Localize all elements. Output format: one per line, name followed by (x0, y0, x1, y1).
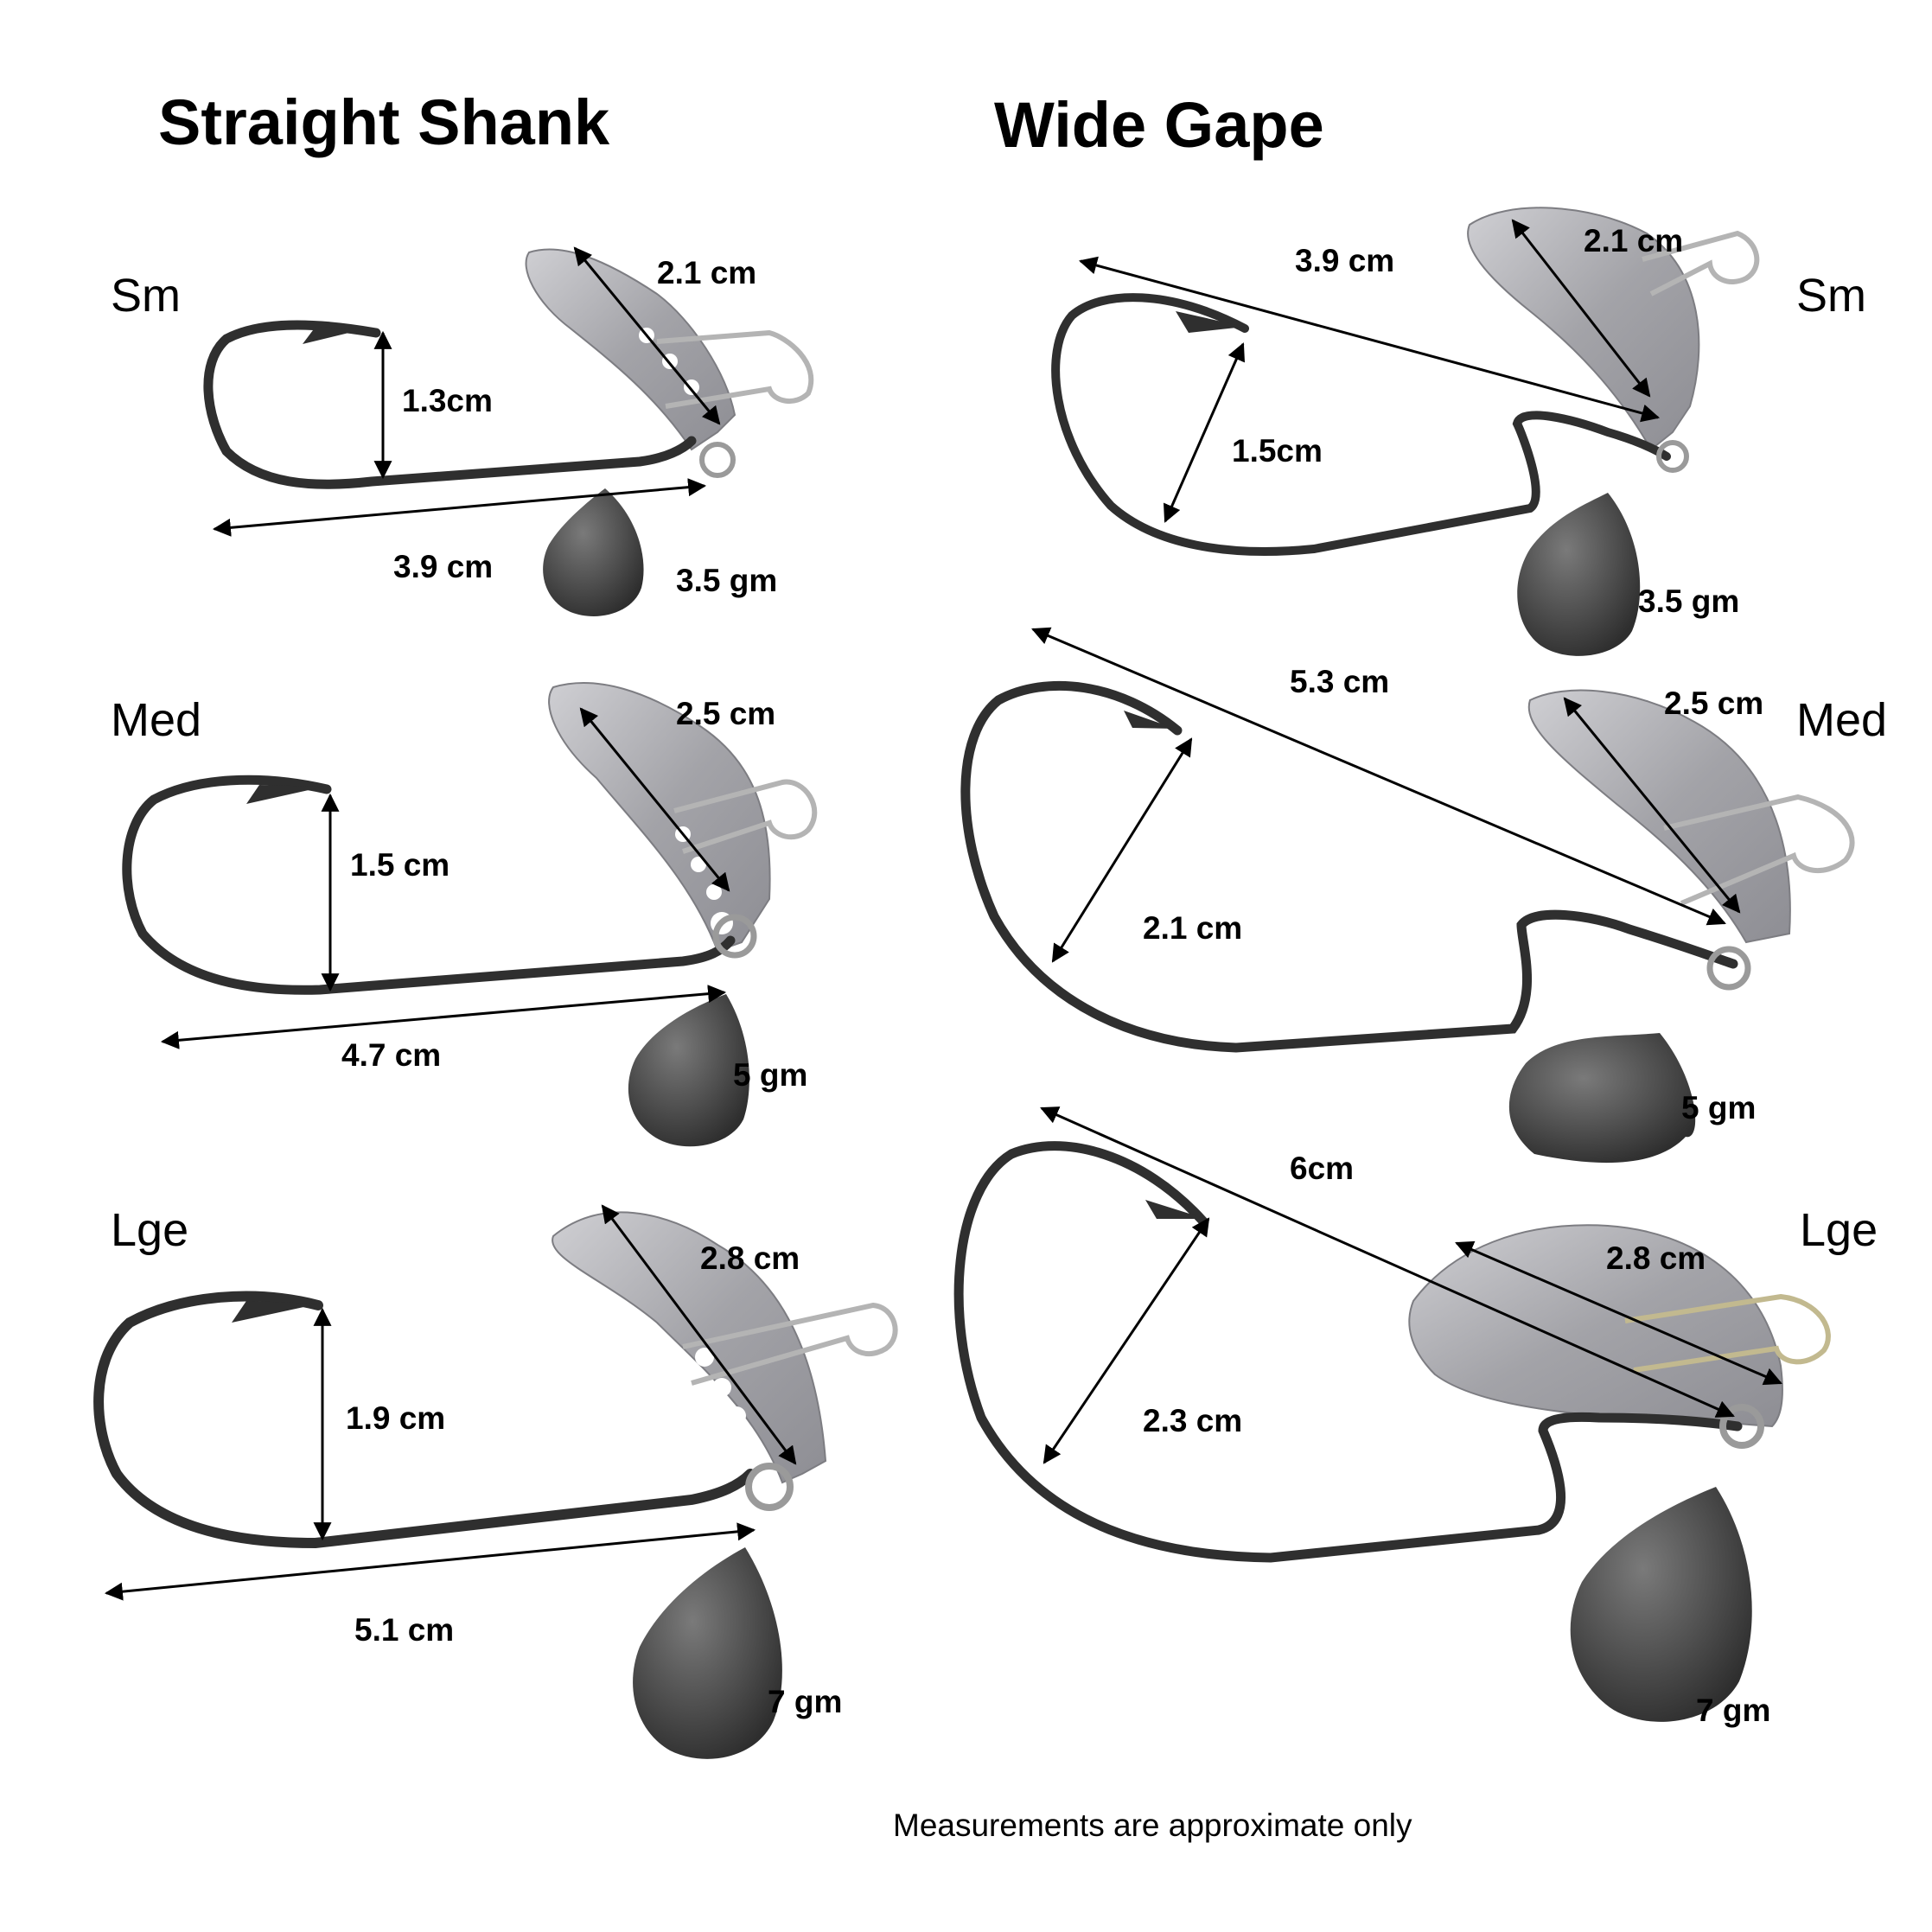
wide-medium-weight-label: 5 gm (1681, 1090, 1757, 1125)
straight-large-size-label: Lge (111, 1204, 189, 1256)
wide-large-ring (1719, 1404, 1764, 1449)
wide-medium-length-label: 5.3 cm (1290, 664, 1390, 699)
straight-large-weight-label: 7 gm (768, 1684, 843, 1719)
wide-small-sinker (1517, 493, 1641, 656)
wide-medium-size-label: Med (1796, 694, 1888, 746)
straight-medium-size-label: Med (111, 694, 202, 746)
wide-large-snap (1624, 1293, 1831, 1373)
wide-small-weight-label: 3.5 gm (1638, 583, 1740, 619)
straight-large-gape-label: 1.9 cm (346, 1400, 446, 1436)
straight-medium-hook (122, 775, 736, 995)
wide-large-size-label: Lge (1800, 1204, 1878, 1256)
straight-large-hook (93, 1291, 756, 1549)
straight-large-ring (745, 1463, 794, 1511)
straight-large-blade-label: 2.8 cm (700, 1240, 800, 1276)
straight-small-barb (303, 327, 363, 344)
straight-small-gape-label: 1.3cm (402, 383, 493, 418)
wide-small-length-label: 3.9 cm (1295, 243, 1395, 278)
straight-small-snap (656, 329, 814, 409)
wide-small-size-label: Sm (1796, 270, 1866, 322)
wide-small-gape-label: 1.5cm (1232, 433, 1323, 469)
wide-gape-title: Wide Gape (994, 89, 1324, 161)
wide-small-blade-label: 2.1 cm (1584, 223, 1684, 258)
footnote: Measurements are approximate only (893, 1808, 1412, 1843)
wide-large-gape-label: 2.3 cm (1143, 1403, 1243, 1438)
wide-small-length-arrow (1078, 256, 1661, 423)
straight-medium-barb (246, 785, 324, 804)
straight-small-blade-arrow (573, 246, 721, 425)
wide-small-ring (1656, 440, 1689, 473)
straight-small-length-label: 3.9 cm (393, 549, 494, 584)
wide-large-length-arrow (1040, 1106, 1735, 1418)
straight-medium-ring (712, 914, 757, 959)
wide-medium-length-arrow (1031, 627, 1726, 926)
straight-small-sinker (543, 488, 644, 616)
straight-shank-title: Straight Shank (158, 86, 610, 158)
straight-small-length-arrow (212, 478, 707, 537)
straight-large-snap (682, 1302, 898, 1386)
straight-medium-blade-label: 2.5 cm (676, 696, 776, 731)
straight-medium-length-arrow (160, 985, 727, 1049)
wide-medium-snap (1663, 794, 1855, 906)
wide-large-sinker (1570, 1487, 1752, 1722)
wide-large-weight-label: 7 gm (1696, 1693, 1771, 1728)
straight-small-blade-label: 2.1 cm (657, 255, 757, 290)
wide-medium-ring (1706, 946, 1751, 991)
straight-large-blade-arrow (601, 1204, 797, 1465)
wide-small-snap (1642, 230, 1760, 296)
straight-medium-snap (673, 779, 818, 854)
straight-large-length-label: 5.1 cm (354, 1612, 455, 1648)
straight-small-hook (203, 320, 697, 489)
wide-large-blade-label: 2.8 cm (1606, 1240, 1706, 1276)
straight-small-ring (699, 442, 736, 478)
straight-medium-length-label: 4.7 cm (341, 1037, 442, 1073)
straight-medium-blade-arrow (579, 707, 730, 892)
wide-medium-blade-label: 2.5 cm (1664, 685, 1764, 721)
straight-medium-sinker (628, 994, 749, 1147)
straight-small-weight-label: 3.5 gm (676, 563, 778, 598)
straight-large-sinker (633, 1547, 782, 1759)
straight-large-barb (232, 1301, 320, 1323)
wide-large-length-label: 6cm (1290, 1151, 1355, 1186)
straight-small-size-label: Sm (111, 270, 181, 322)
wide-medium-gape-label: 2.1 cm (1143, 910, 1243, 946)
straight-medium-weight-label: 5 gm (733, 1057, 808, 1093)
straight-medium-gape-label: 1.5 cm (350, 847, 450, 883)
straight-large-length-arrow (104, 1522, 756, 1601)
wide-large-blade (1408, 1224, 1783, 1428)
wide-medium-sinker (1508, 1033, 1696, 1164)
